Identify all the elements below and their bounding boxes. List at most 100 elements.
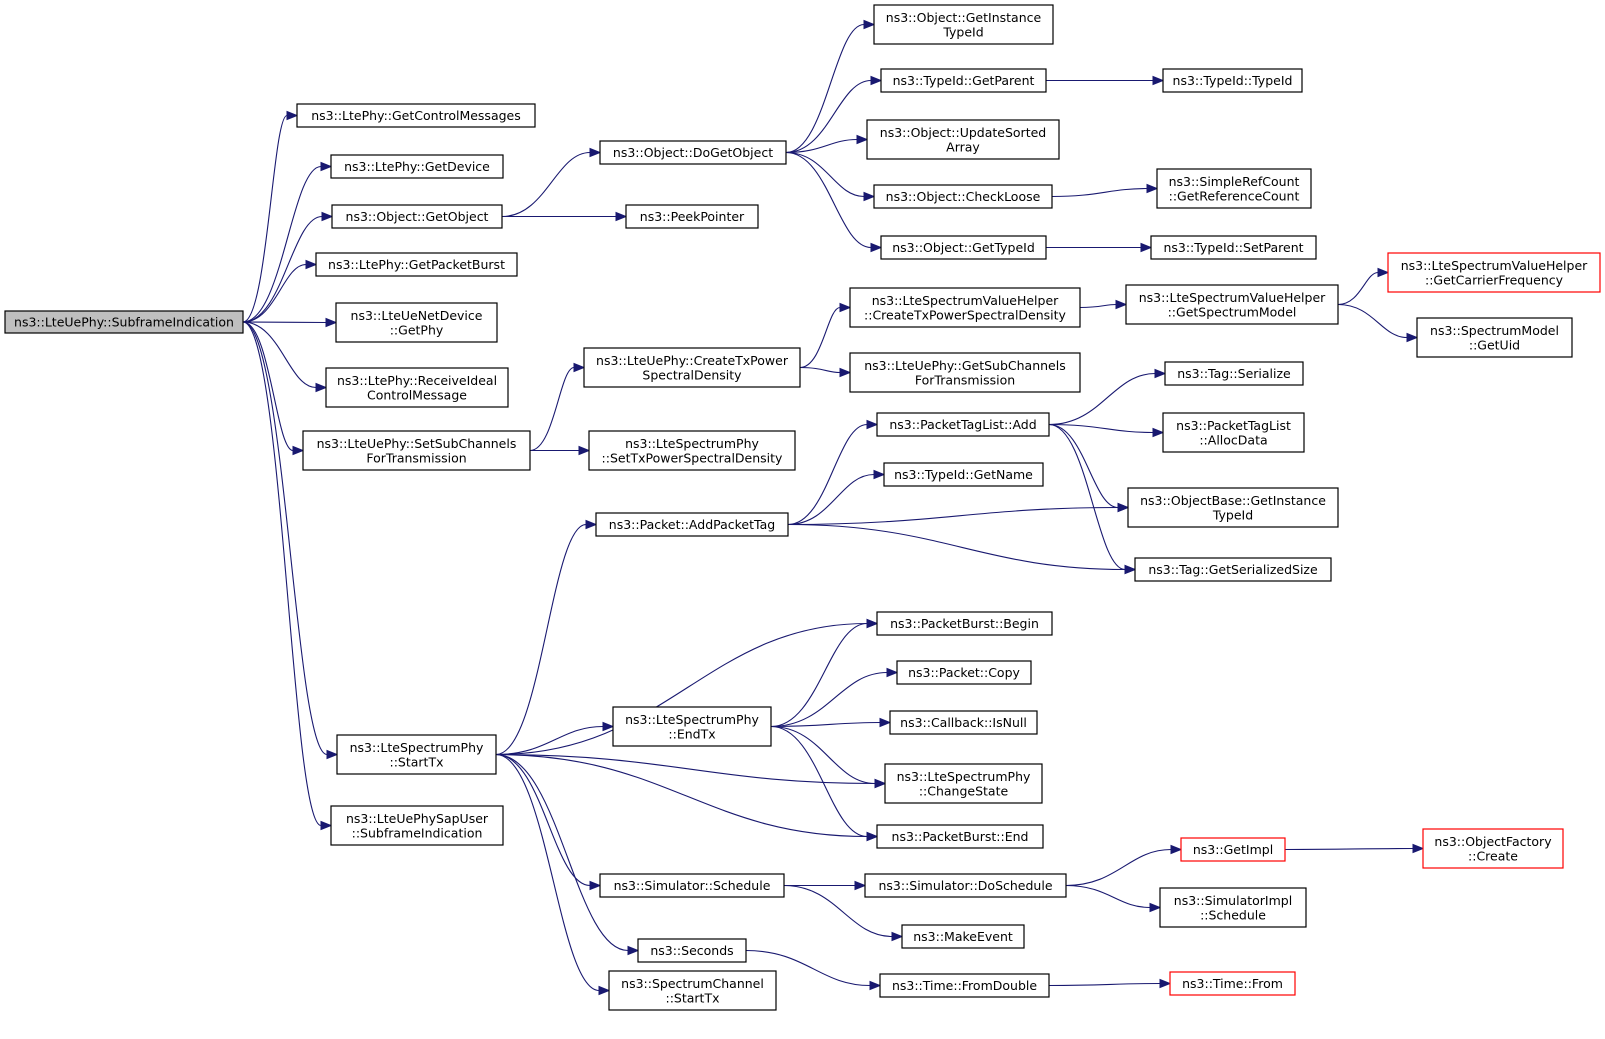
node-getdevice[interactable]: ns3::LtePhy::GetDevice xyxy=(330,154,504,179)
node-box xyxy=(1156,168,1312,209)
node-box xyxy=(335,302,498,343)
node-sapuser[interactable]: ns3::LteUePhySapUser::SubframeIndication xyxy=(330,805,504,846)
node-time-from[interactable]: ns3::Time::From xyxy=(1169,971,1296,996)
node-gettypeid[interactable]: ns3::Object::GetTypeId xyxy=(880,235,1047,260)
node-getreferencecount[interactable]: ns3::SimpleRefCount::GetReferenceCount xyxy=(1156,168,1312,209)
node-getname[interactable]: ns3::TypeId::GetName xyxy=(883,462,1044,487)
node-getobject[interactable]: ns3::Object::GetObject xyxy=(331,204,503,229)
node-box xyxy=(876,412,1050,437)
node-box xyxy=(876,611,1053,636)
arrowhead xyxy=(891,931,904,942)
node-label: ns3::Simulator::DoSchedule xyxy=(878,878,1052,893)
node-box xyxy=(884,763,1043,804)
arrowhead xyxy=(1170,844,1183,855)
edge-getobject-to-dogetobject xyxy=(501,147,602,218)
node-box xyxy=(1159,887,1307,928)
edge-setsubchannels-to-settxpower xyxy=(529,445,591,456)
node-box xyxy=(883,462,1044,487)
edge-helper-createtx-to-getspectrummodel xyxy=(1079,299,1128,310)
node-helper-createtx[interactable]: ns3::LteSpectrumValueHelper::CreateTxPow… xyxy=(849,287,1081,328)
node-packet-copy[interactable]: ns3::Packet::Copy xyxy=(896,660,1032,685)
node-label: ::GetUid xyxy=(1469,337,1520,352)
edge-dogetobject-to-updatesorted xyxy=(785,134,869,154)
node-addpackettag[interactable]: ns3::Packet::AddPacketTag xyxy=(595,512,789,537)
node-endtx[interactable]: ns3::LteSpectrumPhy::EndTx xyxy=(612,706,772,747)
edge-dogetobject-to-checkloose xyxy=(785,151,876,202)
node-box xyxy=(866,119,1060,160)
arrowhead xyxy=(1140,242,1153,253)
node-label: ::SetTxPowerSpectralDensity xyxy=(602,450,784,465)
node-label: ns3::Object::GetInstance xyxy=(886,10,1042,25)
node-dogetobject[interactable]: ns3::Object::DoGetObject xyxy=(599,140,787,165)
node-box xyxy=(325,367,509,408)
node-label: ns3::TypeId::SetParent xyxy=(1163,240,1303,255)
node-packettaglist-add[interactable]: ns3::PacketTagList::Add xyxy=(876,412,1050,437)
node-getcontrolmessages[interactable]: ns3::LtePhy::GetControlMessages xyxy=(296,103,536,128)
edge-starttx-to-channel-starttx xyxy=(495,753,611,996)
node-doschedule[interactable]: ns3::Simulator::DoSchedule xyxy=(864,873,1067,898)
node-objectfactory-create[interactable]: ns3::ObjectFactory::Create xyxy=(1422,828,1564,869)
node-box xyxy=(880,68,1047,93)
edge-dogetobject-to-getinstancetypeid xyxy=(785,19,876,154)
node-getserializedsize[interactable]: ns3::Tag::GetSerializedSize xyxy=(1134,557,1332,582)
node-box xyxy=(1150,235,1317,260)
node-label: ns3::LteUePhy::SubframeIndication xyxy=(14,315,234,330)
node-burst-begin[interactable]: ns3::PacketBurst::Begin xyxy=(876,611,1053,636)
edge-root-to-uenetdevice-getphy xyxy=(242,317,338,328)
node-getparent[interactable]: ns3::TypeId::GetParent xyxy=(880,68,1047,93)
node-root[interactable]: ns3::LteUePhy::SubframeIndication xyxy=(4,310,244,334)
node-channel-starttx[interactable]: ns3::SpectrumChannel::StartTx xyxy=(608,970,777,1011)
node-getimpl[interactable]: ns3::GetImpl xyxy=(1180,837,1286,862)
node-createtxpower[interactable]: ns3::LteUePhy::CreateTxPowerSpectralDens… xyxy=(583,347,801,388)
node-box xyxy=(1169,971,1296,996)
node-seconds[interactable]: ns3::Seconds xyxy=(637,938,747,963)
arrowhead xyxy=(854,880,867,891)
node-box xyxy=(873,184,1053,209)
node-getuid[interactable]: ns3::SpectrumModel::GetUid xyxy=(1416,317,1573,358)
node-starttx[interactable]: ns3::LteSpectrumPhy::StartTx xyxy=(336,734,497,775)
node-setsubchannels[interactable]: ns3::LteUePhy::SetSubChannelsForTransmis… xyxy=(302,430,531,471)
node-peekpointer[interactable]: ns3::PeekPointer xyxy=(625,204,759,229)
node-label: ns3::Seconds xyxy=(650,943,733,958)
node-box xyxy=(889,710,1038,735)
node-allocdata[interactable]: ns3::PacketTagList::AllocData xyxy=(1162,412,1305,453)
node-tag-serialize[interactable]: ns3::Tag::Serialize xyxy=(1164,361,1304,386)
node-simimpl-schedule[interactable]: ns3::SimulatorImpl::Schedule xyxy=(1159,887,1307,928)
node-fromdouble[interactable]: ns3::Time::FromDouble xyxy=(879,973,1050,998)
node-uenetdevice-getphy[interactable]: ns3::LteUeNetDevice::GetPhy xyxy=(335,302,498,343)
node-label: ns3::LtePhy::GetDevice xyxy=(344,159,490,174)
node-burst-end[interactable]: ns3::PacketBurst::End xyxy=(876,824,1044,849)
node-checkloose[interactable]: ns3::Object::CheckLoose xyxy=(873,184,1053,209)
node-box xyxy=(599,140,787,165)
node-setparent[interactable]: ns3::TypeId::SetParent xyxy=(1150,235,1317,260)
node-label: ns3::LteUePhy::GetSubChannels xyxy=(864,358,1065,373)
node-label: ns3::Callback::IsNull xyxy=(900,715,1027,730)
node-box xyxy=(1416,317,1573,358)
arrowhead xyxy=(598,985,611,996)
node-getcarrierfrequency[interactable]: ns3::LteSpectrumValueHelper::GetCarrierF… xyxy=(1387,252,1601,293)
node-isnull[interactable]: ns3::Callback::IsNull xyxy=(889,710,1038,735)
node-box xyxy=(595,512,789,537)
node-getspectrummodel[interactable]: ns3::LteSpectrumValueHelper::GetSpectrum… xyxy=(1125,284,1339,325)
arrowhead xyxy=(870,75,883,86)
node-label: ::EndTx xyxy=(668,726,715,741)
node-label: ns3::Packet::AddPacketTag xyxy=(609,517,775,532)
edge-setsubchannels-to-createtxpower xyxy=(529,362,586,452)
node-schedule[interactable]: ns3::Simulator::Schedule xyxy=(599,873,785,898)
edges-layer xyxy=(242,19,1425,996)
node-settxpower[interactable]: ns3::LteSpectrumPhy::SetTxPowerSpectralD… xyxy=(588,430,796,471)
node-getsubchannels[interactable]: ns3::LteUePhy::GetSubChannelsForTransmis… xyxy=(849,352,1081,393)
node-makeevent[interactable]: ns3::MakeEvent xyxy=(901,924,1025,949)
arrowhead xyxy=(856,134,869,145)
node-typeid-typeid[interactable]: ns3::TypeId::TypeId xyxy=(1162,68,1303,93)
edge-packettaglist-add-to-objectbase-getinstancetypeid xyxy=(1048,423,1130,513)
node-getpacketburst[interactable]: ns3::LtePhy::GetPacketBurst xyxy=(315,252,518,277)
node-label: ns3::TypeId::TypeId xyxy=(1173,73,1293,88)
node-changestate[interactable]: ns3::LteSpectrumPhy::ChangeState xyxy=(884,763,1043,804)
arrowhead xyxy=(1377,267,1390,278)
